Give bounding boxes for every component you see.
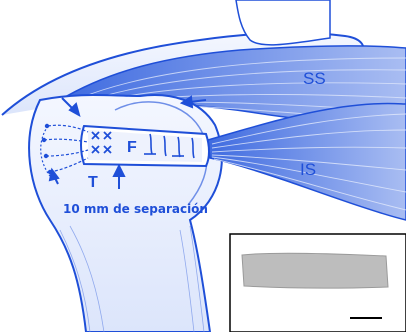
label-t: T — [88, 174, 98, 191]
gap-caption: 10 mm de separación — [63, 202, 208, 216]
acromion-tip — [236, 0, 330, 45]
histology-inset — [230, 234, 406, 332]
tissue-strip — [242, 253, 388, 288]
label-f: F — [127, 139, 137, 156]
label-is: IS — [300, 160, 316, 179]
label-ss: SS — [303, 69, 326, 88]
